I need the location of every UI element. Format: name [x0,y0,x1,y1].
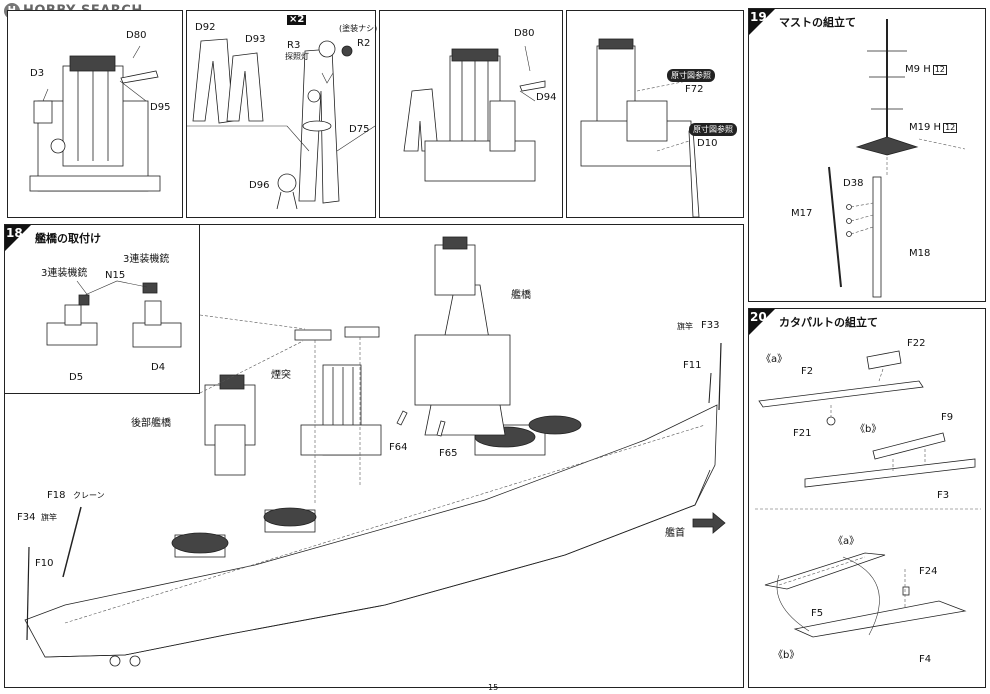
label-d92: D92 [195,22,216,33]
funnel-assembly-drawing [29,45,161,192]
panel-funnel-assembly: D80 D3 D95 [7,10,183,218]
label-f9: F9 [941,412,954,423]
label-n15: N15 [105,270,126,281]
step20-number: 20 [750,310,767,324]
label-a1: 《a》 [761,354,788,365]
label-r2: R2 [357,38,371,49]
label-b2: 《b》 [773,650,800,661]
label-funnel: 煙突 [271,370,291,381]
step19-title: マストの組立て [779,16,856,29]
label-f33: F33 [701,320,720,331]
step20-catapult-panel: 20 カタパルトの組立て 《a》 F22 F2 F21 《b》 F9 F3 《a… [748,308,986,688]
label-d80-b: D80 [514,28,535,39]
panel-mast-attachment: 原寸図参照 F72 原寸図参照 D10 [566,10,744,218]
label-f3: F3 [937,490,950,501]
page-number: 15 [488,683,499,692]
label-f2: F2 [801,366,814,377]
mast-attachment-drawing [580,38,700,218]
label-a2: 《a》 [833,536,860,547]
label-bow: 艦首 [665,528,685,539]
superstructure-assembly-drawing [403,45,546,182]
label-r3: R3 [287,40,301,51]
label-d80: D80 [126,30,147,41]
catapult-drawing [755,350,981,638]
label-d75: D75 [349,124,370,135]
label-d3: D3 [30,68,45,79]
label-aa-gun-left: 3連装機銃 [41,268,88,279]
label-d93: D93 [245,34,266,45]
step18-number: 18 [6,226,23,240]
label-f21: F21 [793,428,812,439]
label-f24: F24 [919,566,938,577]
note-paint: (塗装ナシ) [339,24,378,33]
label-f11: F11 [683,360,702,371]
panel-superstructure-assembly: D80 D94 [379,10,563,218]
label-d5: D5 [69,372,84,383]
label-f22: F22 [907,338,926,349]
aa-gun-inset-drawing [46,280,182,348]
label-flagpole-aft: 旗竿 [41,513,57,522]
pill-fullsize-2: 原寸図参照 [689,123,737,136]
battleship-drawing [24,236,726,667]
label-b1: 《b》 [855,424,882,435]
qty-badge: ×2 [287,14,307,25]
label-f5: F5 [811,608,824,619]
label-f65: F65 [439,448,458,459]
label-d96: D96 [249,180,270,191]
label-d95: D95 [150,102,171,113]
label-d94: D94 [536,92,557,103]
aa-gun-inset: 3連装機銃 3連装機銃 N15 D5 D4 [5,225,200,394]
mast-drawing [828,19,966,298]
label-crane: クレーン [73,491,105,500]
label-f34: F34 [17,512,36,523]
step18-title: 艦橋の取付け [35,232,101,245]
label-f4: F4 [919,654,932,665]
label-flagpole-bow: 旗竿 [677,322,693,331]
label-f64: F64 [389,442,408,453]
label-m18: M18 [909,248,931,259]
step20-title: カタパルトの組立て [779,316,878,329]
label-bridge: 艦橋 [511,290,531,301]
tripod-assembly-drawing [187,38,376,210]
label-f18: F18 [47,490,66,501]
step19-number: 19 [750,10,767,24]
label-aft-bridge: 後部艦橋 [131,418,171,429]
label-d4: D4 [151,362,166,373]
label-d38: D38 [843,178,864,189]
label-m17: M17 [791,208,813,219]
label-f10: F10 [35,558,54,569]
label-f72: F72 [685,84,704,95]
panel-tripod-assembly: D92 D93 R3 R2 D75 D96 ×2 (塗装ナシ) 探照灯 [186,10,378,218]
step18-bridge-panel: 18 艦橋の取付け 3連装機銃 3連装機銃 N15 D5 D4 [4,224,744,688]
pill-fullsize-1: 原寸図参照 [667,69,715,82]
label-d10: D10 [697,138,718,149]
label-aa-gun-right: 3連装機銃 [123,254,170,265]
note-searchlight: 探照灯 [285,52,309,61]
